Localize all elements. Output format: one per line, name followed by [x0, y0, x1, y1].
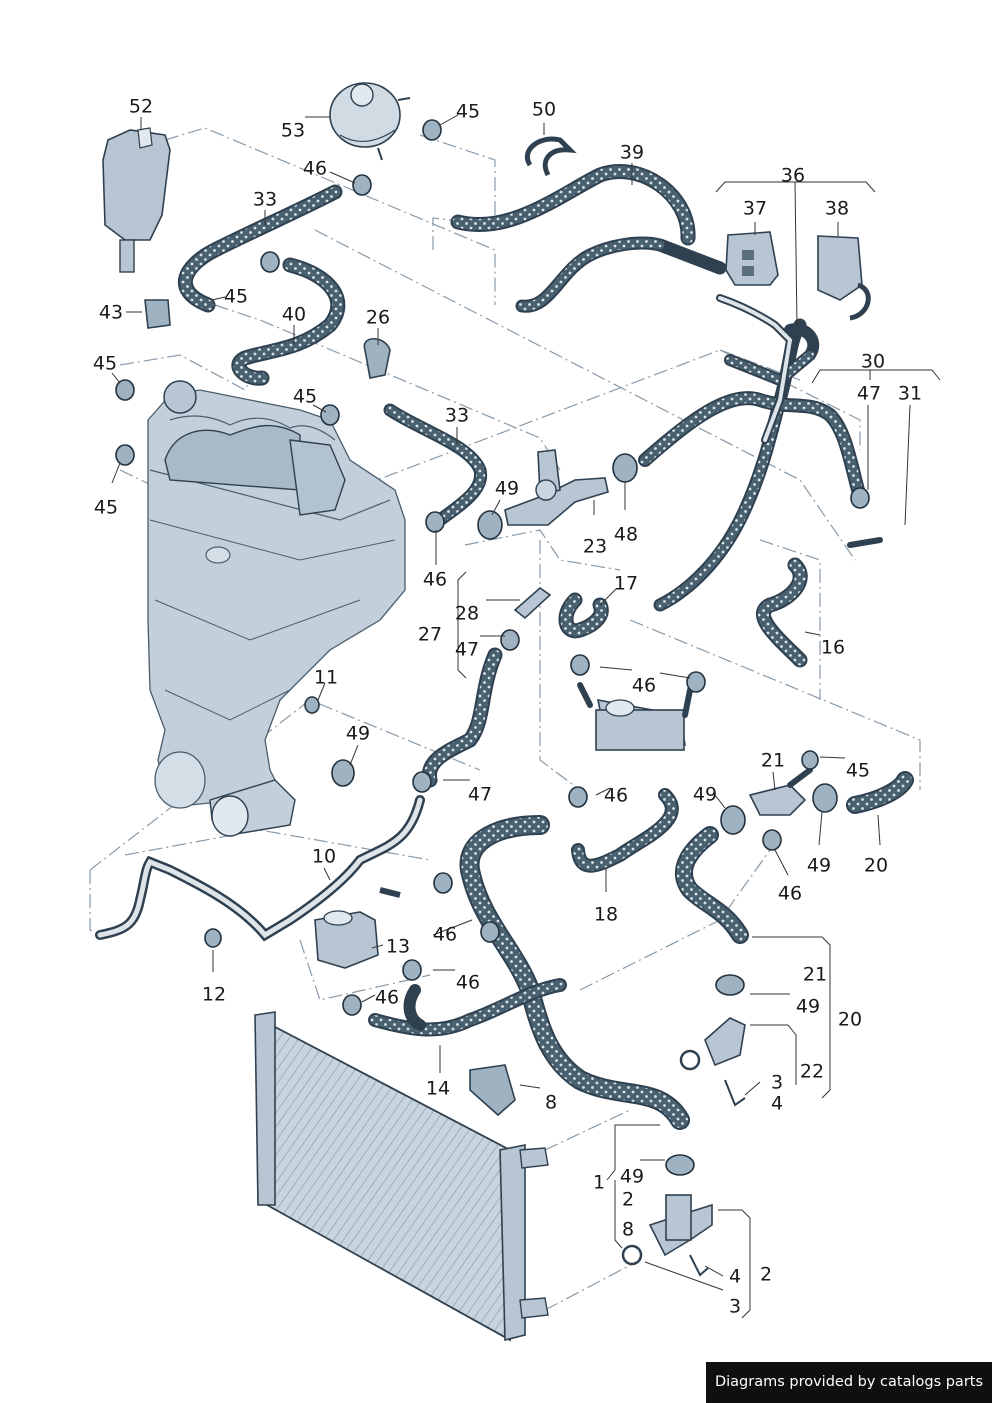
label-21: 21: [803, 964, 827, 986]
label-39: 39: [620, 142, 644, 164]
auxiliary-reservoir-52: [102, 127, 171, 273]
label-18: 18: [594, 904, 618, 926]
label-36: 36: [781, 165, 805, 187]
label-1: 1: [593, 1172, 605, 1194]
label-49: 49: [807, 855, 831, 877]
label-12: 12: [202, 984, 226, 1006]
hoses: [177, 163, 914, 1130]
label-38: 38: [825, 198, 849, 220]
label-46: 46: [423, 569, 447, 591]
label-37: 37: [743, 198, 767, 220]
label-2: 2: [622, 1189, 634, 1211]
components: [115, 119, 871, 1277]
label-49: 49: [346, 723, 370, 745]
label-47: 47: [468, 784, 492, 806]
label-20: 20: [864, 855, 888, 877]
label-40: 40: [282, 304, 306, 326]
label-50: 50: [532, 99, 556, 121]
label-31: 31: [898, 383, 922, 405]
label-49: 49: [620, 1166, 644, 1188]
label-21: 21: [761, 750, 785, 772]
label-49: 49: [796, 996, 820, 1018]
label-46: 46: [632, 675, 656, 697]
label-46: 46: [433, 924, 457, 946]
expansion-tank-53: [329, 82, 411, 161]
label-45: 45: [456, 101, 480, 123]
label-28: 28: [455, 603, 479, 625]
coolant-pipes: [95, 294, 883, 942]
engine-block: [147, 380, 406, 837]
credit-banner: Diagrams provided by catalogs parts: [706, 1362, 992, 1403]
label-3: 3: [771, 1072, 783, 1094]
label-46: 46: [375, 987, 399, 1009]
radiator: [254, 1011, 549, 1342]
label-20: 20: [838, 1009, 862, 1031]
label-22: 22: [800, 1061, 824, 1083]
label-11: 11: [314, 667, 338, 689]
label-17: 17: [614, 573, 638, 595]
label-4: 4: [771, 1093, 783, 1115]
label-8: 8: [622, 1219, 634, 1241]
label-30: 30: [861, 351, 885, 373]
label-43: 43: [99, 302, 123, 324]
label-2: 2: [760, 1264, 772, 1286]
label-49: 49: [495, 478, 519, 500]
label-33: 33: [445, 405, 469, 427]
label-4: 4: [729, 1266, 741, 1288]
label-27: 27: [418, 624, 442, 646]
label-46: 46: [456, 972, 480, 994]
label-46: 46: [778, 883, 802, 905]
leader-lines: [111, 114, 941, 1319]
part-labels: 52 53 45 50 39 36 37 38 46 33 45 43 40 2…: [93, 96, 922, 1318]
credit-text: Diagrams provided by catalogs parts: [714, 1374, 984, 1390]
label-49: 49: [693, 784, 717, 806]
label-47: 47: [857, 383, 881, 405]
label-45: 45: [94, 497, 118, 519]
label-45: 45: [293, 386, 317, 408]
label-45: 45: [846, 760, 870, 782]
label-53: 53: [281, 120, 305, 142]
label-10: 10: [312, 846, 336, 868]
label-47: 47: [455, 639, 479, 661]
label-48: 48: [614, 524, 638, 546]
label-46: 46: [604, 785, 628, 807]
label-8: 8: [545, 1092, 557, 1114]
label-23: 23: [583, 536, 607, 558]
label-13: 13: [386, 936, 410, 958]
label-3: 3: [729, 1296, 741, 1318]
label-45: 45: [93, 353, 117, 375]
label-52: 52: [129, 96, 153, 118]
label-14: 14: [426, 1078, 450, 1100]
label-26: 26: [366, 307, 390, 329]
label-45: 45: [224, 286, 248, 308]
label-33: 33: [253, 189, 277, 211]
label-46: 46: [303, 158, 327, 180]
label-16: 16: [821, 637, 845, 659]
